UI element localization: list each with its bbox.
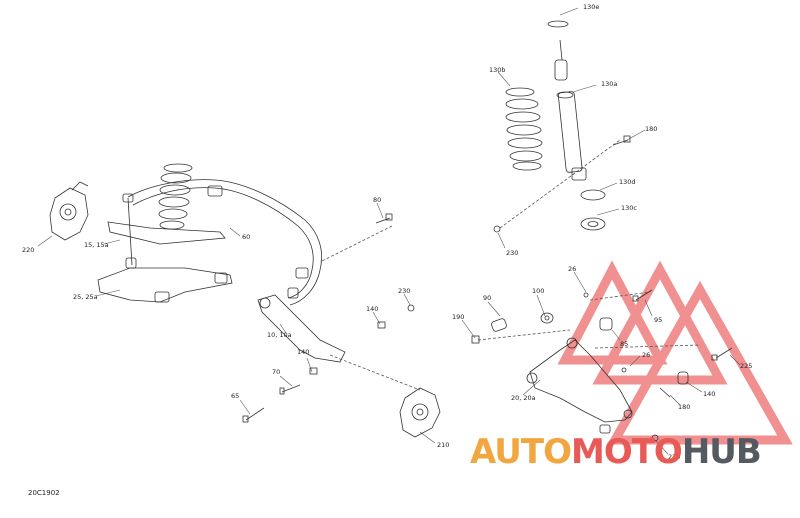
small-part-26-top <box>583 292 589 298</box>
callout-130b: 130b <box>489 66 506 74</box>
trailing-arm-10 <box>257 287 346 363</box>
bolt-180-top <box>612 135 631 146</box>
callout-140-right: 140 <box>703 390 716 398</box>
bolt-180-lower <box>659 387 671 398</box>
callout-20: 20, 20a <box>511 394 536 402</box>
lower-arm-25 <box>97 267 233 303</box>
nut-140-center <box>377 321 386 329</box>
callout-100: 100 <box>532 287 545 295</box>
callout-140-lower: 140 <box>297 348 310 356</box>
watermark-part-2: MOTO <box>570 432 683 472</box>
shock-absorber <box>547 20 587 181</box>
bolt-95 <box>632 289 653 302</box>
callout-230-center: 230 <box>398 287 411 295</box>
watermark-part-3: HUB <box>681 432 762 472</box>
bolt-80 <box>375 213 393 224</box>
spring-retainers <box>580 189 606 231</box>
callout-60: 60 <box>242 233 251 241</box>
callout-26-lower: 26 <box>642 351 651 359</box>
watermark-text: AUTOMOTOHUB <box>470 432 762 472</box>
diagram-code: 20C1902 <box>28 489 60 497</box>
callout-230-lower-right: 230 <box>668 453 681 461</box>
washer-100 <box>540 312 554 324</box>
bolt-65 <box>242 407 265 423</box>
callout-65: 65 <box>231 392 240 400</box>
callout-180-top: 180 <box>645 125 658 133</box>
callout-130a: 130a <box>601 80 618 88</box>
sway-bar-60 <box>127 179 322 306</box>
callout-130c: 130c <box>621 204 637 212</box>
callout-15: 15, 15a <box>84 241 109 249</box>
callout-130d: 130d <box>619 178 636 186</box>
nut-230-center <box>407 304 415 312</box>
nut-230-lower-right <box>651 434 659 442</box>
knuckle-220 <box>49 181 89 241</box>
callout-95: 95 <box>654 316 663 324</box>
nut-140-lower <box>309 367 318 375</box>
bushing-85 <box>599 317 613 331</box>
bushing-140-right <box>677 371 689 385</box>
callout-70: 70 <box>272 368 281 376</box>
callout-225: 225 <box>740 362 753 370</box>
callout-220: 220 <box>22 246 35 254</box>
callout-210: 210 <box>437 441 450 449</box>
callout-130e: 130e <box>583 3 600 11</box>
coil-spring <box>505 87 543 171</box>
callout-leaders <box>37 7 741 455</box>
bolt-225 <box>711 347 733 361</box>
watermark-logo-triangles <box>557 260 793 445</box>
bolt-70 <box>279 384 301 395</box>
callout-26-top: 26 <box>568 265 577 273</box>
bushing-90 <box>491 318 507 332</box>
nut-230-top <box>493 225 501 233</box>
lower-arm-20 <box>526 337 633 434</box>
left-shock-assembly <box>158 163 193 230</box>
callout-25: 25, 25a <box>73 293 98 301</box>
knuckle-210 <box>399 387 441 438</box>
callout-10: 10, 10a <box>267 331 292 339</box>
nut-190 <box>471 335 480 344</box>
callout-80: 80 <box>373 196 382 204</box>
upper-arm-10-left <box>107 221 226 245</box>
link-15 <box>122 193 137 269</box>
callout-85: 85 <box>620 340 629 348</box>
callout-140-center: 140 <box>366 305 379 313</box>
callout-190: 190 <box>452 313 465 321</box>
small-part-26-lower <box>621 367 627 373</box>
watermark-part-1: AUTO <box>470 432 572 472</box>
callout-230-top: 230 <box>506 249 519 257</box>
leader-lines <box>319 139 701 391</box>
callout-90: 90 <box>483 294 492 302</box>
callout-180-lower: 180 <box>678 403 691 411</box>
